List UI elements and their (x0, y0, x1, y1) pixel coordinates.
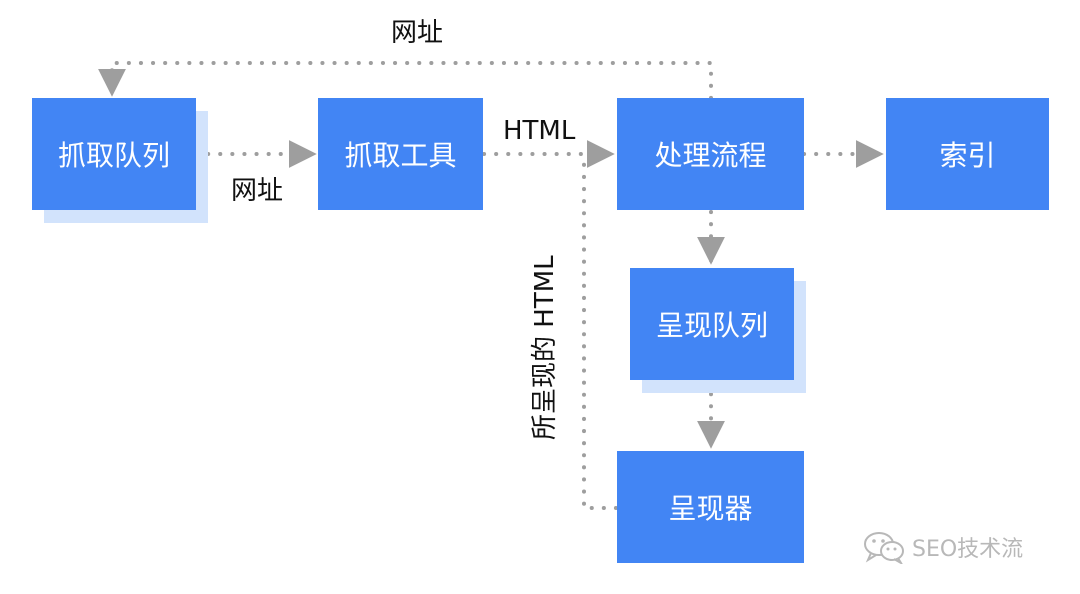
edge-label-html: HTML (503, 116, 576, 146)
edge-label-rendered-html: 所呈现的 HTML (530, 255, 560, 440)
node-index[interactable]: 索引 (886, 98, 1049, 210)
node-render-queue[interactable]: 呈现队列 (630, 268, 794, 380)
node-processing[interactable]: 处理流程 (617, 98, 804, 210)
node-crawler[interactable]: 抓取工具 (318, 98, 483, 210)
watermark-text: SEO技术流 (912, 537, 1024, 562)
watermark: SEO技术流 (862, 530, 1023, 564)
edge-label-url-top: 网址 (391, 18, 444, 48)
connector-processing-to-crawl-queue (98, 61, 713, 100)
node-crawl-queue[interactable]: 抓取队列 (32, 98, 196, 210)
edge-label-url-middle: 网址 (231, 176, 284, 206)
node-renderer[interactable]: 呈现器 (617, 451, 804, 563)
wechat-icon (864, 532, 904, 564)
connector-renderer-to-processing (582, 154, 618, 510)
